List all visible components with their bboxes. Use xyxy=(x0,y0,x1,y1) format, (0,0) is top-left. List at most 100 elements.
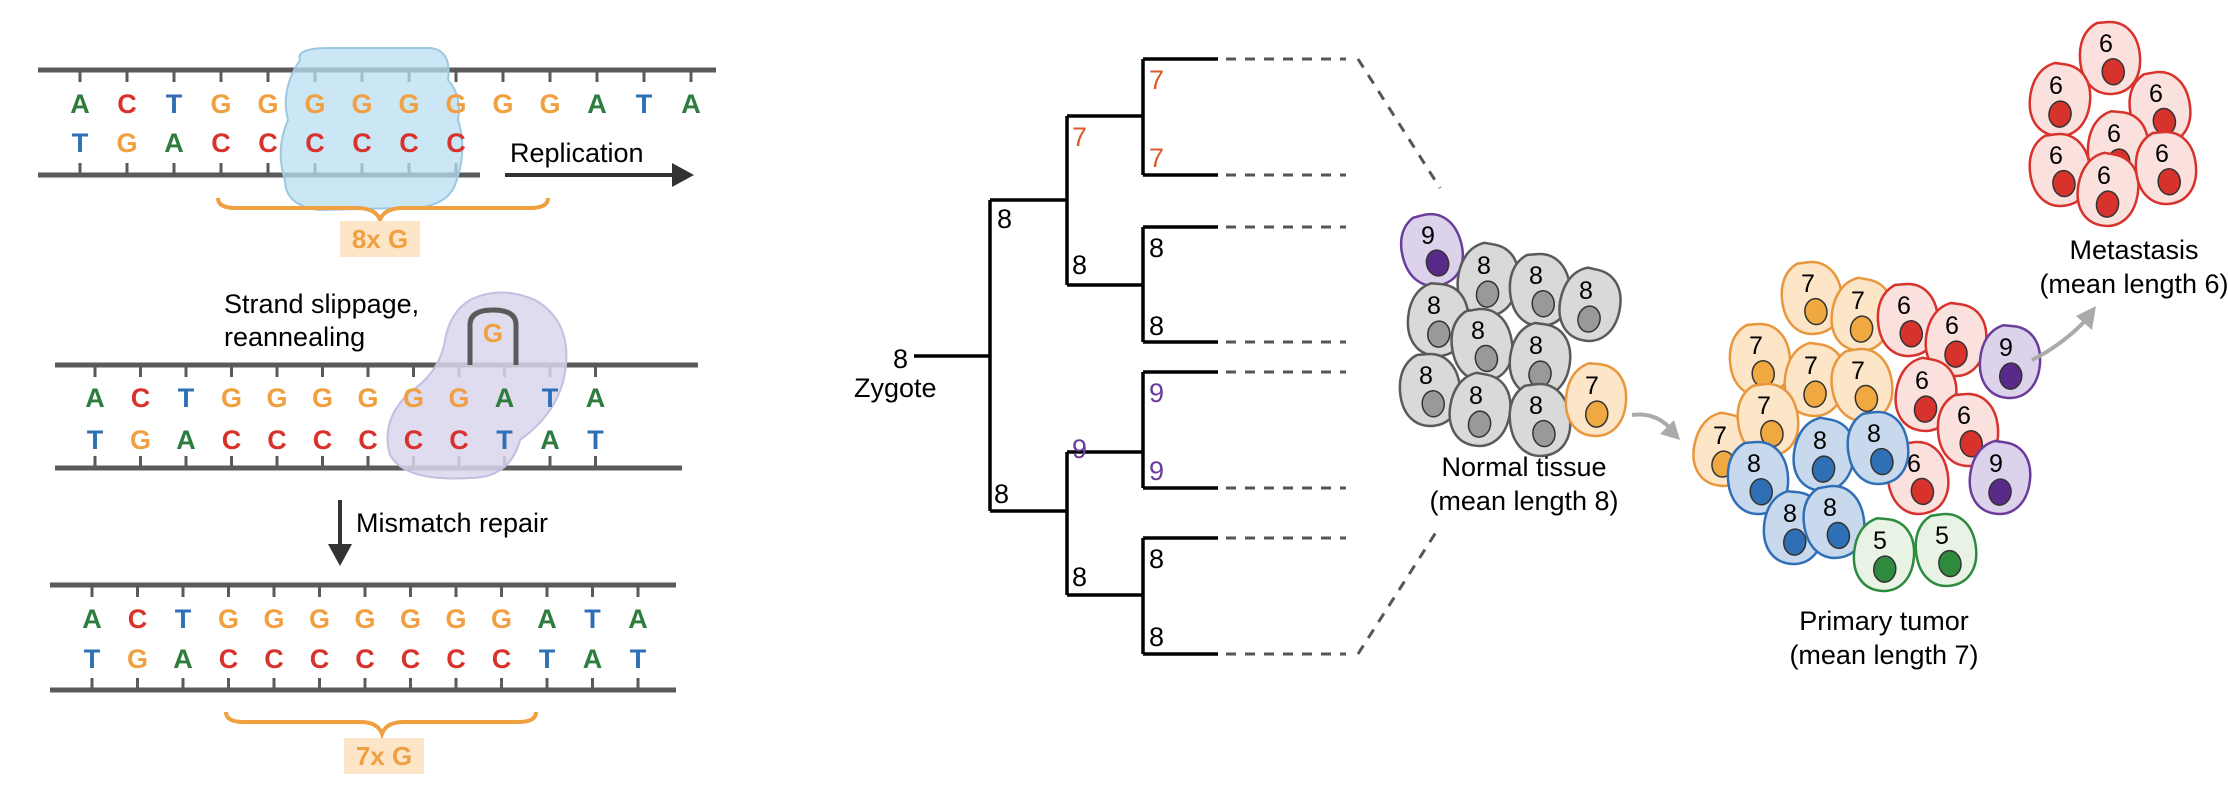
cell xyxy=(1802,484,1866,560)
base-top: G xyxy=(539,89,560,119)
cell-length: 8 xyxy=(1529,332,1543,360)
cell-length: 6 xyxy=(1915,367,1929,395)
cell-length: 9 xyxy=(1421,222,1435,250)
cell-body xyxy=(1398,352,1462,428)
base-bottom: C xyxy=(399,128,419,158)
primary-label-line1: Primary tumor xyxy=(1799,606,1969,636)
cell-body xyxy=(2078,20,2142,96)
slipped-loop xyxy=(467,307,519,365)
base-bottom: T xyxy=(539,644,556,674)
cell-nucleus xyxy=(1425,249,1450,277)
cell-nucleus xyxy=(1532,419,1556,448)
base-bottom: C xyxy=(222,425,242,455)
mismatch-label: Mismatch repair xyxy=(356,508,548,538)
base-top: G xyxy=(445,604,466,634)
cell-length: 6 xyxy=(1907,450,1921,478)
cell-nucleus xyxy=(1804,297,1828,326)
base-bottom: T xyxy=(87,425,104,455)
cell-length: 5 xyxy=(1873,527,1887,555)
cell xyxy=(1978,323,2042,400)
node-7: 7 xyxy=(1072,122,1087,152)
cell-length: 8 xyxy=(1529,392,1543,420)
cell-body xyxy=(1876,282,1940,358)
base-bottom: C xyxy=(355,644,375,674)
cell-length: 8 xyxy=(1477,252,1491,280)
cell-length: 7 xyxy=(1804,352,1818,380)
cell xyxy=(1792,416,1856,493)
cell-nucleus xyxy=(1467,410,1492,438)
cell-length: 6 xyxy=(2155,140,2169,168)
cell xyxy=(1728,322,1792,398)
base-top: G xyxy=(218,604,239,634)
cell xyxy=(2134,130,2198,206)
cell-length: 7 xyxy=(1585,372,1599,400)
cell-body xyxy=(1852,516,1916,593)
root-value: 8 xyxy=(893,344,908,374)
cell-length: 6 xyxy=(2049,72,2063,100)
cell-length: 6 xyxy=(2099,30,2113,58)
cell-length: 7 xyxy=(1851,357,1865,385)
base-top: G xyxy=(354,604,375,634)
brace-8xG-label-bg xyxy=(340,221,420,257)
leaf-7: 8 xyxy=(1149,544,1164,574)
cell xyxy=(1508,321,1572,398)
base-top: G xyxy=(221,383,242,413)
cell-length: 6 xyxy=(2107,120,2121,148)
base-top: G xyxy=(257,89,278,119)
base-top: A xyxy=(587,89,607,119)
base-bottom: C xyxy=(313,425,333,455)
cell xyxy=(1846,410,1910,486)
cell-length: 6 xyxy=(2149,80,2163,108)
cell xyxy=(1508,382,1572,458)
normal-label-line2: (mean length 8) xyxy=(1429,486,1618,516)
base-bottom: C xyxy=(358,425,378,455)
cell xyxy=(2078,20,2142,96)
cell-nucleus xyxy=(1475,280,1500,308)
base-bottom: T xyxy=(84,644,101,674)
cell-length: 8 xyxy=(1579,277,1593,305)
cell-length: 7 xyxy=(1801,270,1815,298)
cell-length: 6 xyxy=(1945,312,1959,340)
cell-nucleus xyxy=(1899,320,1923,348)
base-top: A xyxy=(586,383,606,413)
cell-nucleus xyxy=(2157,168,2181,196)
base-bottom: C xyxy=(211,128,231,158)
cell-nucleus xyxy=(1585,400,1609,428)
cell-nucleus xyxy=(2048,100,2072,128)
base-bottom: C xyxy=(267,425,287,455)
cell-length: 8 xyxy=(1427,292,1441,320)
base-bottom: A xyxy=(540,425,560,455)
cell xyxy=(1780,260,1844,336)
base-top: G xyxy=(445,89,466,119)
brace-7xG xyxy=(224,711,538,741)
cell-body xyxy=(1448,371,1512,448)
base-top: G xyxy=(403,383,424,413)
cell-length: 7 xyxy=(1713,422,1727,450)
brace-7xG-label-bg xyxy=(344,738,424,774)
base-bottom: G xyxy=(116,128,137,158)
cell xyxy=(1914,512,1978,588)
base-top: A xyxy=(85,383,105,413)
base-top: T xyxy=(584,604,601,634)
cell-nucleus xyxy=(1854,384,1879,413)
cell-nucleus xyxy=(1999,362,2023,390)
zoom-line-bottom xyxy=(1356,525,1442,655)
node-upper: 8 xyxy=(997,204,1012,234)
cell xyxy=(1876,282,1940,358)
cell-nucleus xyxy=(1783,528,1807,556)
base-top: G xyxy=(263,604,284,634)
base-bottom: C xyxy=(446,644,466,674)
base-bottom: A xyxy=(173,644,193,674)
cell xyxy=(2028,61,2092,138)
cell xyxy=(1558,266,1622,343)
arrow-tumor-to-metastasis xyxy=(2031,318,2088,362)
cell-nucleus xyxy=(1803,380,1827,408)
base-bottom: C xyxy=(404,425,424,455)
replication-label: Replication xyxy=(510,138,644,168)
cell xyxy=(1726,440,1790,516)
base-top: T xyxy=(542,383,559,413)
cell-body xyxy=(1726,440,1790,516)
